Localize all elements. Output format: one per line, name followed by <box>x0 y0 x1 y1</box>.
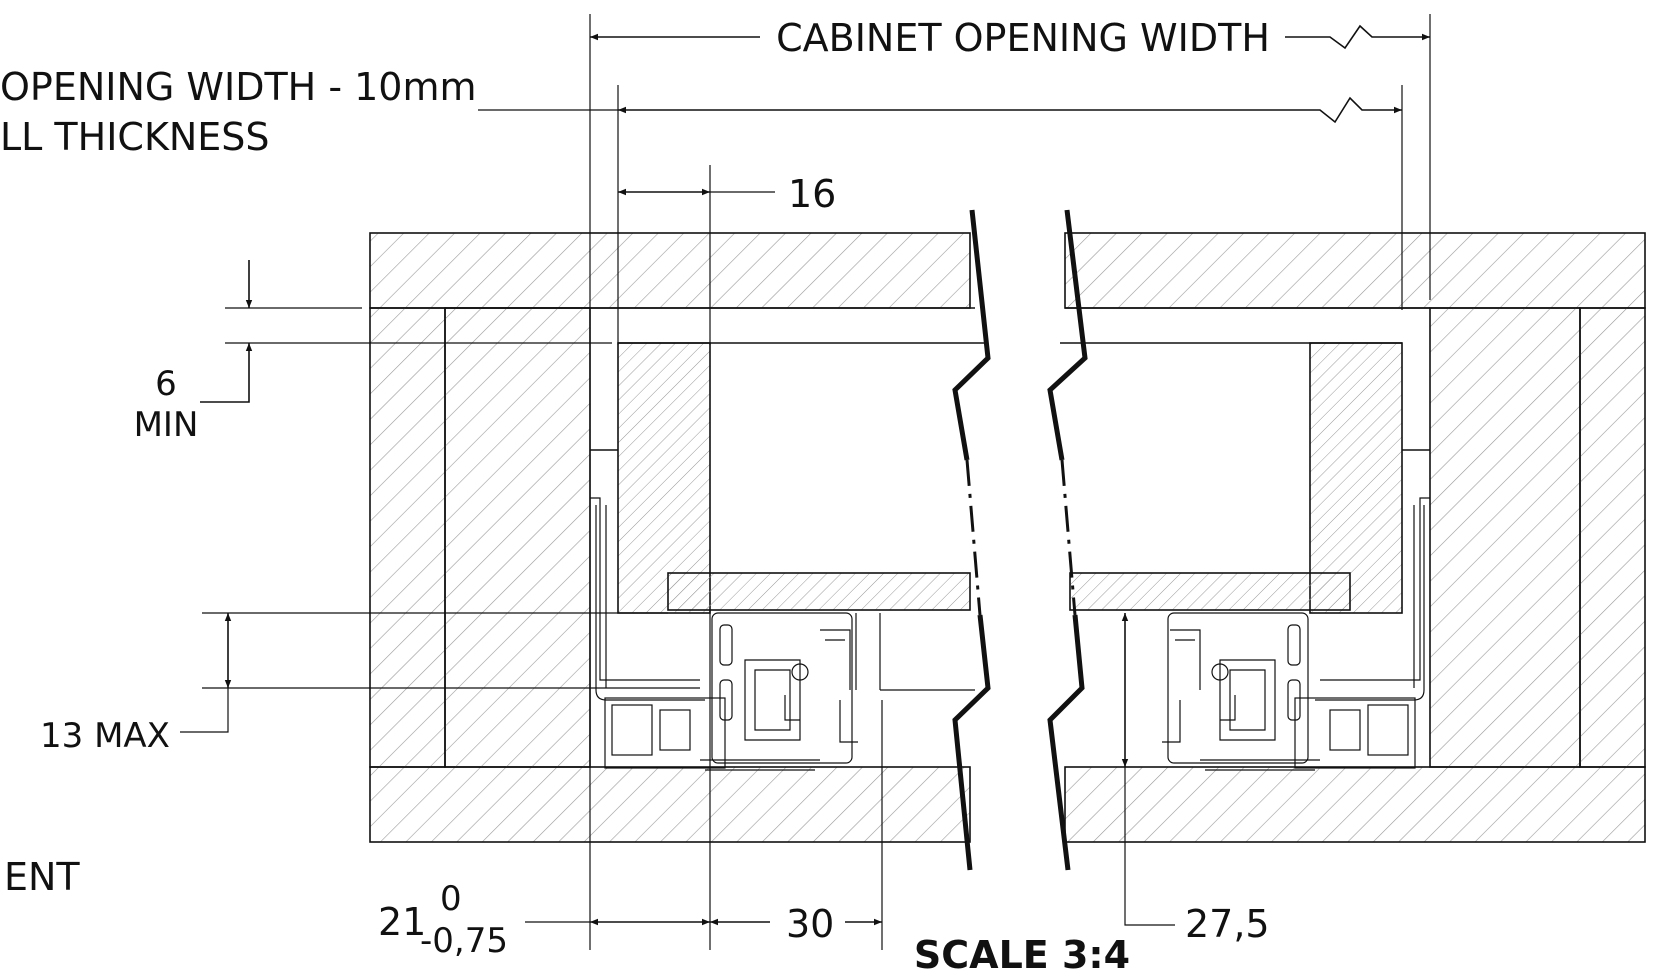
dim-cabinet-opening-width: CABINET OPENING WIDTH <box>589 14 1431 950</box>
drawer-outline <box>445 307 1430 451</box>
drawer-bottom <box>667 572 1351 611</box>
cabinet-top-panel <box>369 232 1646 309</box>
cabinet-opening-width-label: CABINET OPENING WIDTH <box>776 16 1270 60</box>
dim-opening-width-minus: OPENING WIDTH - 10mm LL THICKNESS <box>0 65 1403 345</box>
dim-21-label: 21 <box>378 900 426 944</box>
dim-6-min: 6 MIN <box>134 260 612 445</box>
left-drawer-side <box>617 342 711 614</box>
opening-width-minus-label: OPENING WIDTH - 10mm <box>0 65 477 109</box>
dim-27-5-label: 27,5 <box>1185 902 1270 946</box>
break-line-right <box>1047 209 1088 871</box>
ent-label: ENT <box>4 855 80 899</box>
break-line-left <box>952 209 991 871</box>
dim-30-label: 30 <box>786 902 834 946</box>
dim-16: 16 <box>618 165 836 345</box>
left-runner <box>590 497 975 771</box>
dim-13-max: 13 MAX <box>40 612 700 756</box>
dim-27-5: 27,5 <box>1121 613 1270 946</box>
wall-thickness-label: LL THICKNESS <box>0 115 270 159</box>
right-runner <box>1162 497 1430 771</box>
scale-label: SCALE 3:4 <box>914 933 1130 977</box>
dim-21-30: 21 0 -0,75 30 <box>378 610 883 961</box>
right-drawer-side <box>1309 342 1403 614</box>
dim-6-label: 6 <box>155 364 177 404</box>
tol-lower-label: -0,75 <box>420 921 508 961</box>
left-cabinet-side <box>369 307 591 768</box>
dim-min-label: MIN <box>134 405 199 445</box>
tol-upper-label: 0 <box>440 879 462 919</box>
cabinet-bottom-panel <box>369 766 1646 843</box>
dim-13-max-label: 13 MAX <box>40 716 170 756</box>
dim-16-label: 16 <box>788 172 836 216</box>
right-cabinet-side <box>1429 307 1646 768</box>
